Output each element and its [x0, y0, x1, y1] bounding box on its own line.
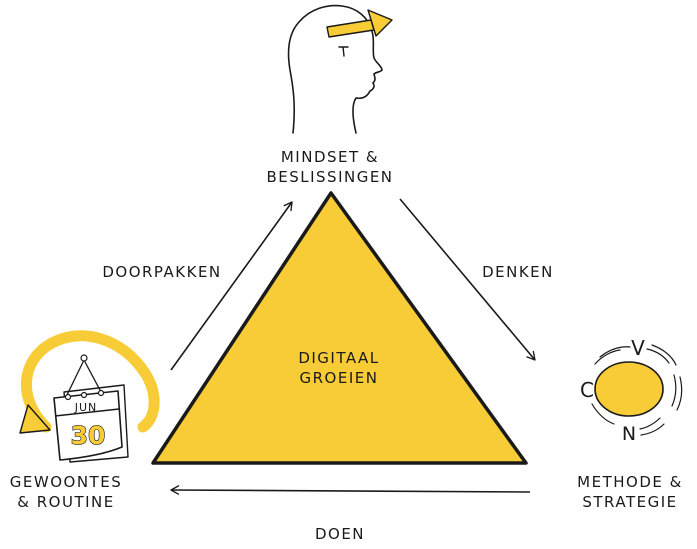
node-label-left-line2: & ROUTINE: [17, 493, 115, 511]
cvn-letter-v: V: [631, 336, 645, 360]
edge-label-doen: DOEN: [314, 525, 366, 543]
calendar-icon: JUN 30: [19, 330, 160, 463]
arrow-denken: [399, 198, 536, 361]
center-label-line2: GROEIEN: [299, 369, 379, 387]
center-label: DIGITAAL GROEIEN: [279, 348, 399, 388]
center-triangle: [151, 191, 528, 465]
node-label-right: METHODE & STRATEGIE: [563, 472, 697, 512]
node-label-top-line2: BESLISSINGEN: [266, 168, 394, 186]
edge-label-doorpakken: DOORPAKKEN: [102, 263, 222, 281]
node-label-right-line2: STRATEGIE: [582, 493, 678, 511]
head-with-arrow-icon: [287, 4, 393, 134]
calendar-day: 30: [71, 421, 106, 450]
node-label-top: MINDSET & BESLISSINGEN: [250, 147, 410, 187]
calendar-month: JUN: [74, 401, 98, 414]
node-label-right-line1: METHODE &: [577, 473, 683, 491]
node-label-left: GEWOONTES & ROUTINE: [0, 472, 132, 512]
center-label-line1: DIGITAAL: [298, 349, 380, 367]
cvn-letter-c: C: [580, 378, 594, 402]
node-label-left-line1: GEWOONTES: [9, 473, 123, 491]
edge-label-denken: DENKEN: [482, 263, 554, 281]
arrow-doorpakken: [170, 201, 293, 371]
arrow-doen: [170, 485, 531, 495]
cvn-circle-icon: V C N: [580, 336, 683, 445]
cvn-letter-n: N: [622, 423, 636, 445]
node-label-top-line1: MINDSET &: [280, 148, 380, 166]
